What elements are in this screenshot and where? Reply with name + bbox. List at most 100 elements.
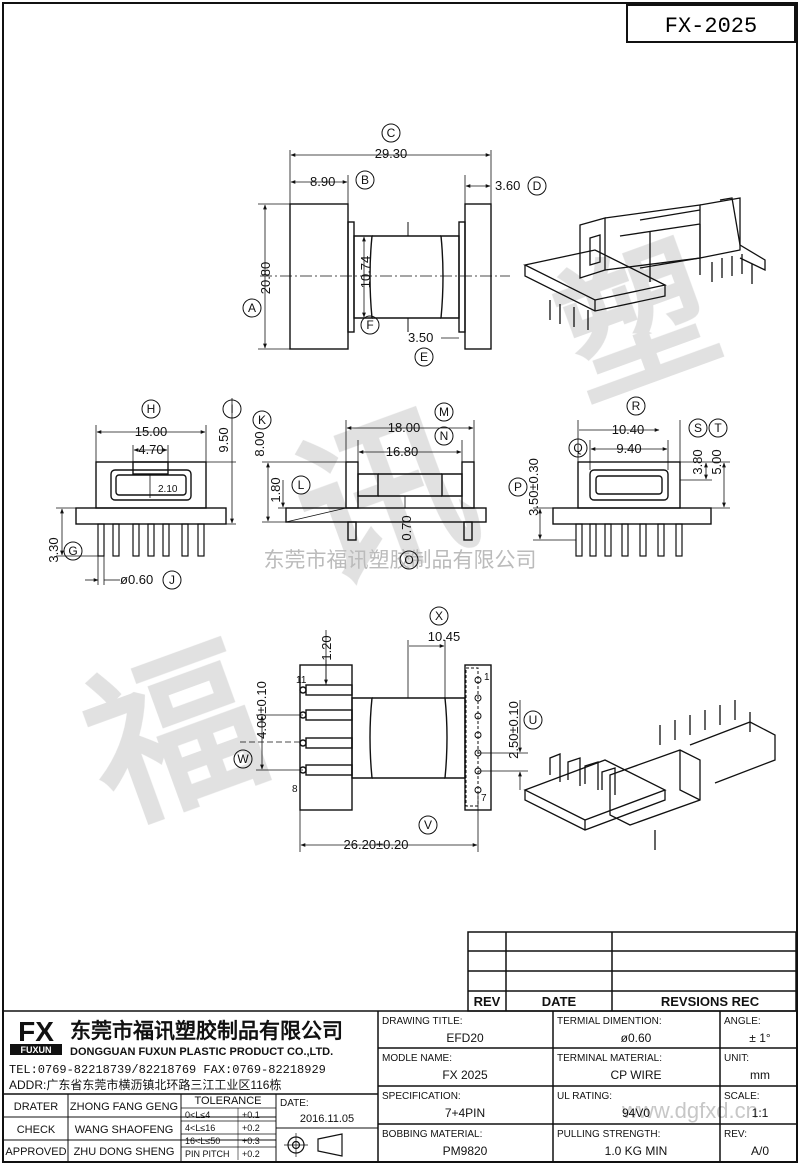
dim-k-label: K (258, 413, 266, 427)
pin-label-1: 1 (484, 672, 490, 683)
rev-label: REV: (724, 1129, 747, 1140)
dim-a-value: 20.80 (258, 262, 273, 295)
dim-t-value: 5.00 (709, 449, 724, 474)
dim-v-value: 26.20±0.20 (344, 837, 409, 852)
dim-n-label: N (440, 429, 449, 443)
drater-label: DRATER (14, 1101, 58, 1113)
model-label: MODLE NAME: (382, 1053, 452, 1064)
revisions-header: REVSIONS REC (661, 994, 760, 1009)
part-number-box: FX-2025 (626, 4, 796, 43)
part-number: FX-2025 (665, 14, 757, 39)
pin-label-8: 8 (292, 784, 298, 795)
bottom-view-dims: X 10.45 1.20 4.00±0.10 W 2.50±0.10 U V 2… (233, 606, 543, 852)
logo-letters: FX (18, 1016, 54, 1047)
spec-label: SPECIFICATION: (382, 1091, 461, 1102)
end-view (533, 420, 730, 557)
tol-value-1: +0.1 (242, 1110, 260, 1120)
date-value: 2016.11.05 (300, 1113, 354, 1125)
drater-name: ZHONG FANG GENG (70, 1101, 178, 1113)
dim-s-label: S (694, 421, 702, 435)
tol-value-4: +0.2 (242, 1149, 260, 1159)
isometric-view-bottom (523, 700, 776, 850)
tol-range-4: PIN PITCH (185, 1149, 230, 1159)
unit-value: mm (750, 1068, 770, 1082)
watermark-big-char-2: 讯 (273, 382, 498, 619)
tol-range-2: 4<L≤16 (185, 1123, 215, 1133)
tolerance-label: TOLERANCE (194, 1095, 261, 1107)
bottom-view (240, 630, 528, 852)
title-block-grid (2, 1010, 798, 1163)
bobbin-label: BOBBING MATERIAL: (382, 1129, 482, 1140)
dim-e-value: 3.50 (408, 330, 433, 345)
dim-f-label: F (366, 318, 373, 332)
dim-w-label: W (237, 752, 249, 766)
dim-t-label: T (714, 421, 722, 435)
dim-m-value: 18.00 (388, 420, 421, 435)
end-view-dims: R 10.40 Q 9.40 S T 3.80 5.00 P 3.50±0.30 (508, 396, 728, 516)
dim-h-value: 15.00 (135, 424, 168, 439)
company-name-cn: 东莞市福讯塑胶制品有限公司 (70, 1019, 343, 1043)
terminal-dimension-value: ø0.60 (621, 1031, 652, 1045)
dim-m-label: M (439, 405, 449, 419)
watermark-site: www.dgfxd.cn (621, 1098, 758, 1123)
terminal-dimension-label: TERMIAL DIMENTION: (557, 1016, 662, 1027)
dim-b-value: 8.90 (310, 174, 335, 189)
dim-h-label: H (147, 402, 156, 416)
terminal-material-label: TERMINAL MATERIAL: (557, 1053, 662, 1064)
unit-label: UNIT: (724, 1053, 749, 1064)
company-name-en: DONGGUAN FUXUN PLASTIC PRODUCT CO.,LTD. (70, 1046, 333, 1058)
watermark-big-char-3: 塑 (538, 218, 736, 427)
scale-label: SCALE: (724, 1091, 760, 1102)
dim-q-label: Q (573, 441, 582, 455)
dim-s-value: 3.80 (690, 449, 705, 474)
ul-rating-value: 94V0 (622, 1106, 650, 1120)
tol-range-3: 16<L≤50 (185, 1136, 220, 1146)
dim-e-label: E (420, 350, 428, 364)
pin-label-7: 7 (481, 793, 487, 804)
dim-q-value: 9.40 (616, 441, 641, 456)
tol-range-1: 0<L≤4 (185, 1110, 210, 1120)
staff-rows: DRATER ZHONG FANG GENG CHECK WANG SHAOFE… (5, 1101, 178, 1158)
dim-d-label: D (533, 179, 542, 193)
tol-value-3: +0.3 (242, 1136, 260, 1146)
dim-inner-value: 4.70 (138, 442, 163, 457)
dim-x-value: 10.45 (428, 629, 461, 644)
dim-w-value: 4.00±0.10 (254, 681, 269, 739)
dim-pin-w-value: 1.20 (319, 635, 334, 660)
dim-o-value: 0.70 (399, 515, 414, 540)
revision-table-headers: REV DATE REVSIONS REC (474, 994, 760, 1009)
pin-label-11: 11 (296, 675, 307, 686)
title-fields: DRAWING TITLE: EFD20 MODLE NAME: FX 2025… (382, 1016, 771, 1158)
dim-j-value: ø0.60 (120, 572, 153, 587)
dim-c-label: C (387, 126, 396, 140)
dim-n-value: 16.80 (386, 444, 419, 459)
dim-small-value: 2.10 (158, 484, 178, 495)
front-view (56, 398, 236, 585)
dim-g-label: G (68, 544, 77, 558)
tolerance-table: TOLERANCE 0<L≤4 +0.1 4<L≤16 +0.2 16<L≤50… (185, 1095, 262, 1159)
date-header: DATE (542, 994, 577, 1009)
dim-a-label: A (248, 301, 256, 315)
dim-p-label: P (514, 480, 522, 494)
dim-c-value: 29.30 (375, 146, 408, 161)
drawing-title-value: EFD20 (446, 1031, 484, 1045)
dim-r-value: 10.40 (612, 422, 645, 437)
dim-l-value: 1.80 (268, 477, 283, 502)
dim-g-value: 3.30 (46, 537, 61, 562)
terminal-material-value: CP WIRE (610, 1068, 661, 1082)
logo-subtext: FUXUN (21, 1045, 52, 1055)
front-view-dims: H 15.00 4.70 2.10 I 9.50 3.30 G ø0.60 J (46, 399, 242, 590)
pulling-strength-label: PULLING STRENGTH: (557, 1129, 660, 1140)
dim-v-label: V (424, 818, 432, 832)
dim-f-value: 10.74 (358, 256, 373, 289)
bobbin-value: PM9820 (443, 1144, 488, 1158)
check-label: CHECK (17, 1124, 56, 1136)
dim-u-value: 2.50±0.10 (506, 701, 521, 759)
angle-label: ANGLE: (724, 1016, 761, 1027)
projection-symbol-icon (284, 1133, 343, 1157)
scale-value: 1:1 (752, 1106, 769, 1120)
approved-name: ZHU DONG SHENG (74, 1146, 175, 1158)
side-view (262, 420, 487, 541)
company-logo: FX FUXUN (10, 1016, 62, 1055)
model-value: FX 2025 (442, 1068, 488, 1082)
